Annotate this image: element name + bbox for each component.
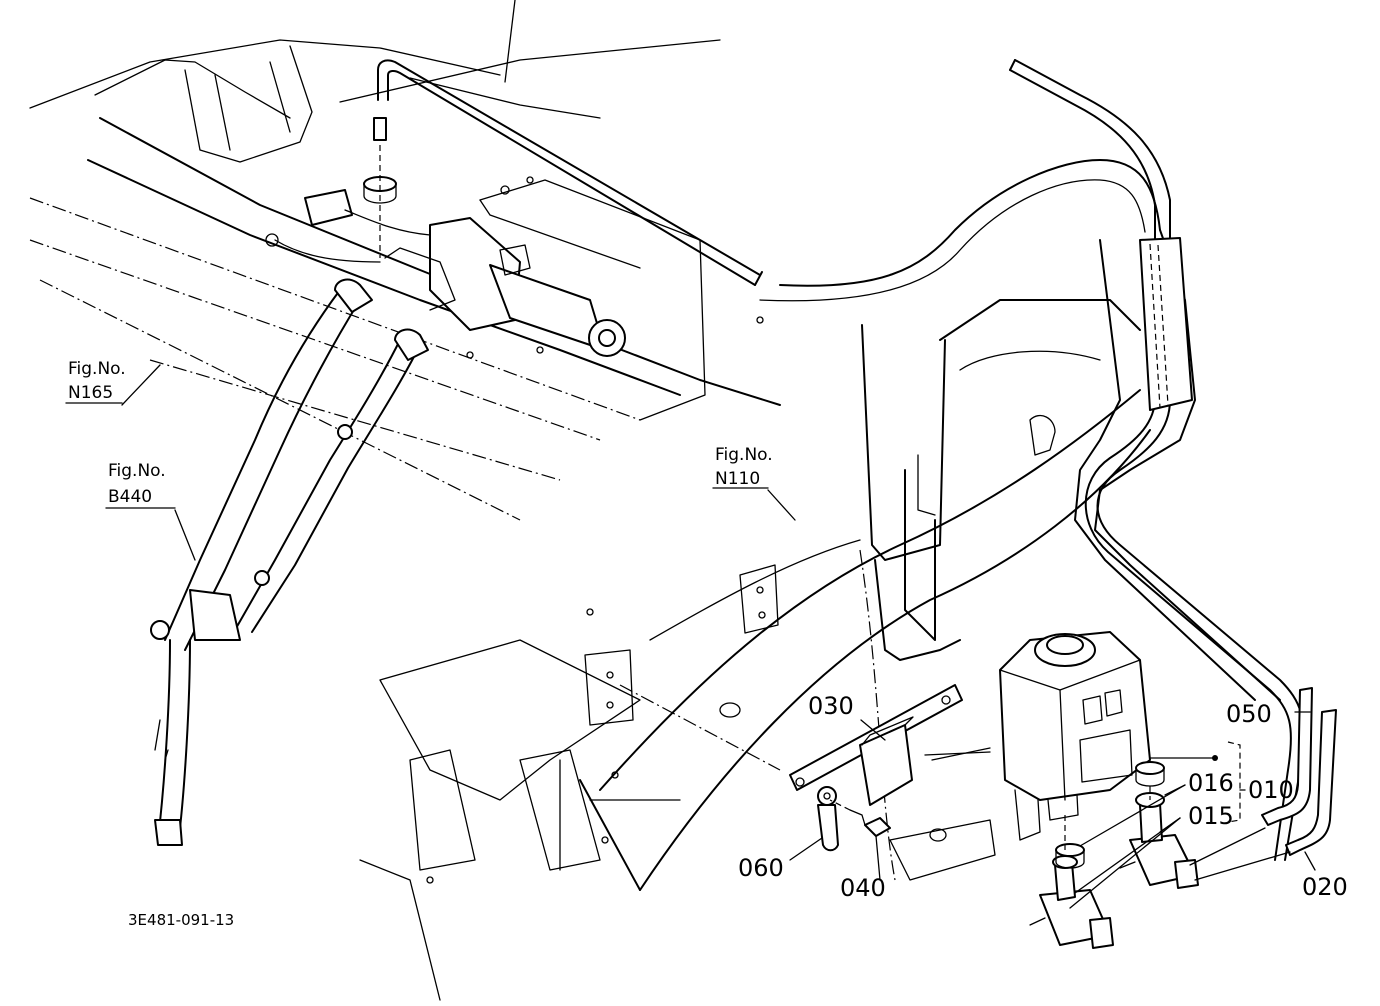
bracket-plate (789, 684, 991, 806)
fig-ref-label-b440: Fig.No. (108, 461, 166, 481)
fig-ref-number-n165: N165 (68, 383, 113, 403)
part-label-016: 016 (1188, 769, 1234, 797)
washer-hose-right (1009, 59, 1305, 861)
fig-ref-number-b440: B440 (108, 487, 152, 507)
washer-pumps (1029, 761, 1199, 949)
part-label-050: 050 (1226, 700, 1272, 728)
cab-frame (29, 0, 1281, 1001)
part-label-030: 030 (808, 692, 854, 720)
roof-washer-pipe (377, 59, 763, 286)
part-callouts: 030 060 040 016 010 015 050 020 (738, 692, 1348, 902)
hose-020 (1285, 709, 1337, 856)
washer-tank (999, 631, 1151, 841)
drawing-code: 3E481-091-13 (128, 911, 234, 929)
fig-ref-number-n110: N110 (715, 469, 760, 489)
part-label-015: 015 (1188, 802, 1234, 830)
part-label-040: 040 (840, 874, 886, 902)
hose-clip (817, 786, 839, 852)
part-label-020: 020 (1302, 873, 1348, 901)
wiper-arm (150, 278, 429, 846)
part-label-010: 010 (1248, 776, 1294, 804)
bolt (829, 799, 891, 837)
fig-ref-label-n110: Fig.No. (715, 445, 773, 465)
hose-050 (1261, 687, 1313, 826)
part-label-060: 060 (738, 854, 784, 882)
fig-ref-label-n165: Fig.No. (68, 359, 126, 379)
leader-lines (121, 364, 1316, 909)
assembly-bracket-010 (1227, 741, 1241, 823)
wiper-motor-assembly (265, 117, 706, 421)
figure-references: Fig.No. N165 Fig.No. B440 Fig.No. N110 (68, 359, 773, 507)
